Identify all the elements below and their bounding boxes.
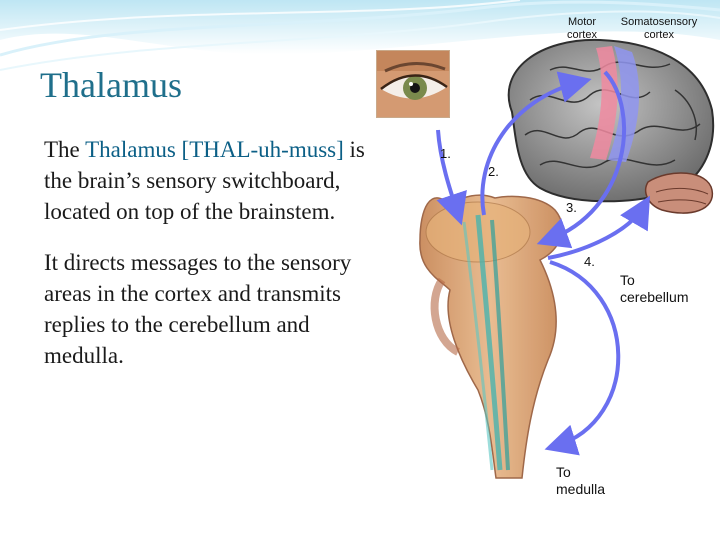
arrow-3: [536, 70, 626, 249]
motor-cortex-region: [590, 46, 618, 160]
somato-label-line2: cortex: [644, 29, 674, 41]
paragraph-function: It directs messages to the sensory areas…: [44, 250, 352, 368]
paragraph-definition: The Thalamus [THAL-uh-muss] is the brain…: [44, 134, 394, 227]
header-wave-background: [0, 0, 720, 71]
cerebellum-line1: To: [620, 272, 635, 288]
eye-photo: [376, 50, 450, 118]
eye-illustration: [377, 51, 449, 117]
cerebellum: [644, 172, 714, 214]
step-label-1: 1.: [440, 146, 451, 161]
motor-label-line2: cortex: [567, 29, 597, 41]
arrow-2: [480, 71, 592, 216]
brain-diagram: [419, 38, 715, 479]
somato-label-line1: Somatosensory: [620, 16, 698, 28]
cerebellum-line2: cerebellum: [620, 289, 689, 305]
step-label-3: 3.: [566, 200, 577, 215]
paragraph-rest: is the brain’s sensory switchboard, loca…: [44, 137, 365, 224]
somatosensory-cortex-region: [608, 46, 640, 162]
medulla-line2: medulla: [556, 481, 606, 497]
arrow-medulla: [544, 260, 621, 456]
body-text: The Thalamus [THAL-uh-muss] is the brain…: [44, 134, 394, 391]
step-label-4: 4.: [584, 254, 595, 269]
to-cerebellum-label: To cerebellum: [620, 272, 688, 306]
somatosensory-cortex-label: Somatosensory cortex: [612, 16, 706, 42]
slide-title: Thalamus: [40, 65, 182, 105]
arrow-1: [436, 129, 467, 226]
motor-cortex-label: Motor cortex: [560, 16, 604, 42]
arrow-4: [547, 195, 651, 260]
medulla-line1: To: [556, 464, 571, 480]
paragraph-lead: The: [44, 137, 86, 162]
to-medulla-label: To medulla: [556, 464, 605, 498]
motor-label-line1: Motor: [567, 16, 597, 28]
thalamus-highlight: Thalamus [THAL-uh-muss]: [85, 137, 344, 162]
step-label-2: 2.: [488, 164, 499, 179]
